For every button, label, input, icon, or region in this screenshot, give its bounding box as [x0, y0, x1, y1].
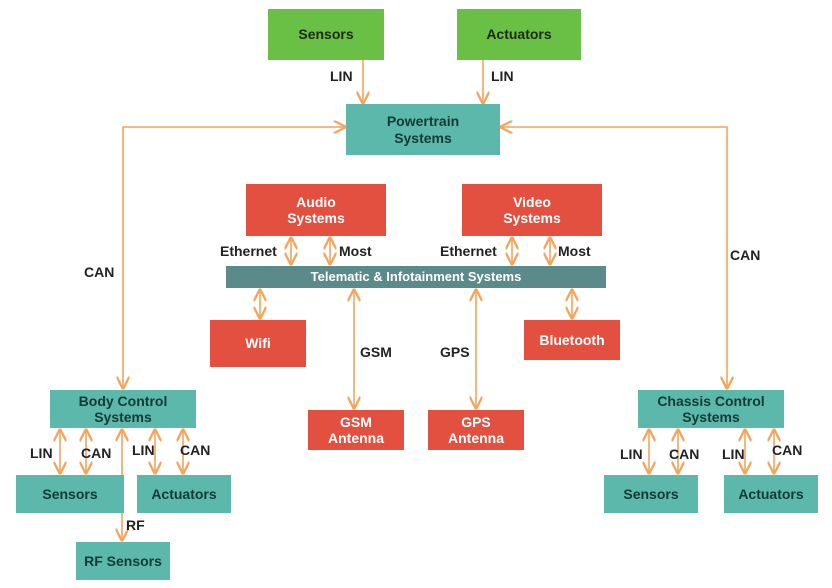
chassis-control-box: Chassis Control Systems [638, 390, 784, 428]
rf-label: RF [126, 517, 145, 533]
body-control-box: Body Control Systems [50, 390, 196, 428]
actuators-top-box: Actuators [457, 9, 581, 60]
can-right-label: CAN [730, 247, 761, 263]
wifi-box: Wifi [210, 320, 306, 367]
body-control-label: Body Control Systems [78, 392, 168, 425]
can-left-1-label: CAN [81, 445, 112, 461]
gsm-antenna-label: GSM Antenna [328, 413, 384, 446]
arrow-can-chassis-control [501, 127, 727, 388]
lin-left-1-label: LIN [30, 445, 53, 461]
most-audio-label: Most [339, 243, 372, 259]
sensors-left-label: Sensors [42, 485, 98, 502]
powertrain-box: Powertrain Systems [346, 104, 500, 155]
sensors-top-box: Sensors [268, 9, 384, 60]
video-systems-box: Video Systems [462, 184, 602, 236]
most-video-label: Most [558, 243, 591, 259]
sensors-right-box: Sensors [604, 475, 698, 513]
gps-antenna-label: GPS Antenna [448, 413, 504, 446]
can-left-label: CAN [84, 264, 115, 280]
ethernet-audio-label: Ethernet [220, 243, 277, 259]
chassis-control-label: Chassis Control Systems [657, 392, 765, 425]
lin-actuators-top-label: LIN [491, 68, 514, 84]
sensors-top-label: Sensors [298, 26, 354, 43]
can-left-2-label: CAN [180, 442, 211, 458]
ethernet-video-label: Ethernet [440, 243, 497, 259]
rf-sensors-box: RF Sensors [76, 542, 170, 580]
sensors-left-box: Sensors [16, 475, 124, 513]
powertrain-label: Powertrain Systems [386, 113, 460, 146]
lin-sensors-top-label: LIN [330, 68, 353, 84]
arrow-can-body-control [123, 127, 345, 388]
audio-systems-box: Audio Systems [246, 184, 386, 236]
actuators-right-box: Actuators [724, 475, 818, 513]
can-right-2-label: CAN [772, 442, 803, 458]
actuators-left-box: Actuators [137, 475, 231, 513]
can-right-1-label: CAN [669, 446, 700, 462]
gps-antenna-box: GPS Antenna [428, 410, 524, 450]
gps-label: GPS [440, 344, 470, 360]
gsm-antenna-box: GSM Antenna [308, 410, 404, 450]
audio-systems-label: Audio Systems [287, 193, 345, 226]
telematic-infotainment-label: Telematic & Infotainment Systems [310, 268, 522, 284]
actuators-left-label: Actuators [151, 485, 217, 502]
wifi-label: Wifi [245, 335, 271, 352]
sensors-right-label: Sensors [623, 485, 679, 502]
gsm-label: GSM [360, 344, 392, 360]
actuators-top-label: Actuators [486, 26, 552, 43]
lin-right-2-label: LIN [722, 446, 745, 462]
bluetooth-label: Bluetooth [539, 331, 605, 348]
video-systems-label: Video Systems [503, 193, 561, 226]
bluetooth-box: Bluetooth [524, 320, 620, 360]
telematic-infotainment-bar: Telematic & Infotainment Systems [226, 266, 606, 288]
lin-left-2-label: LIN [132, 442, 155, 458]
lin-right-1-label: LIN [620, 446, 643, 462]
rf-sensors-label: RF Sensors [84, 552, 162, 569]
actuators-right-label: Actuators [738, 485, 804, 502]
